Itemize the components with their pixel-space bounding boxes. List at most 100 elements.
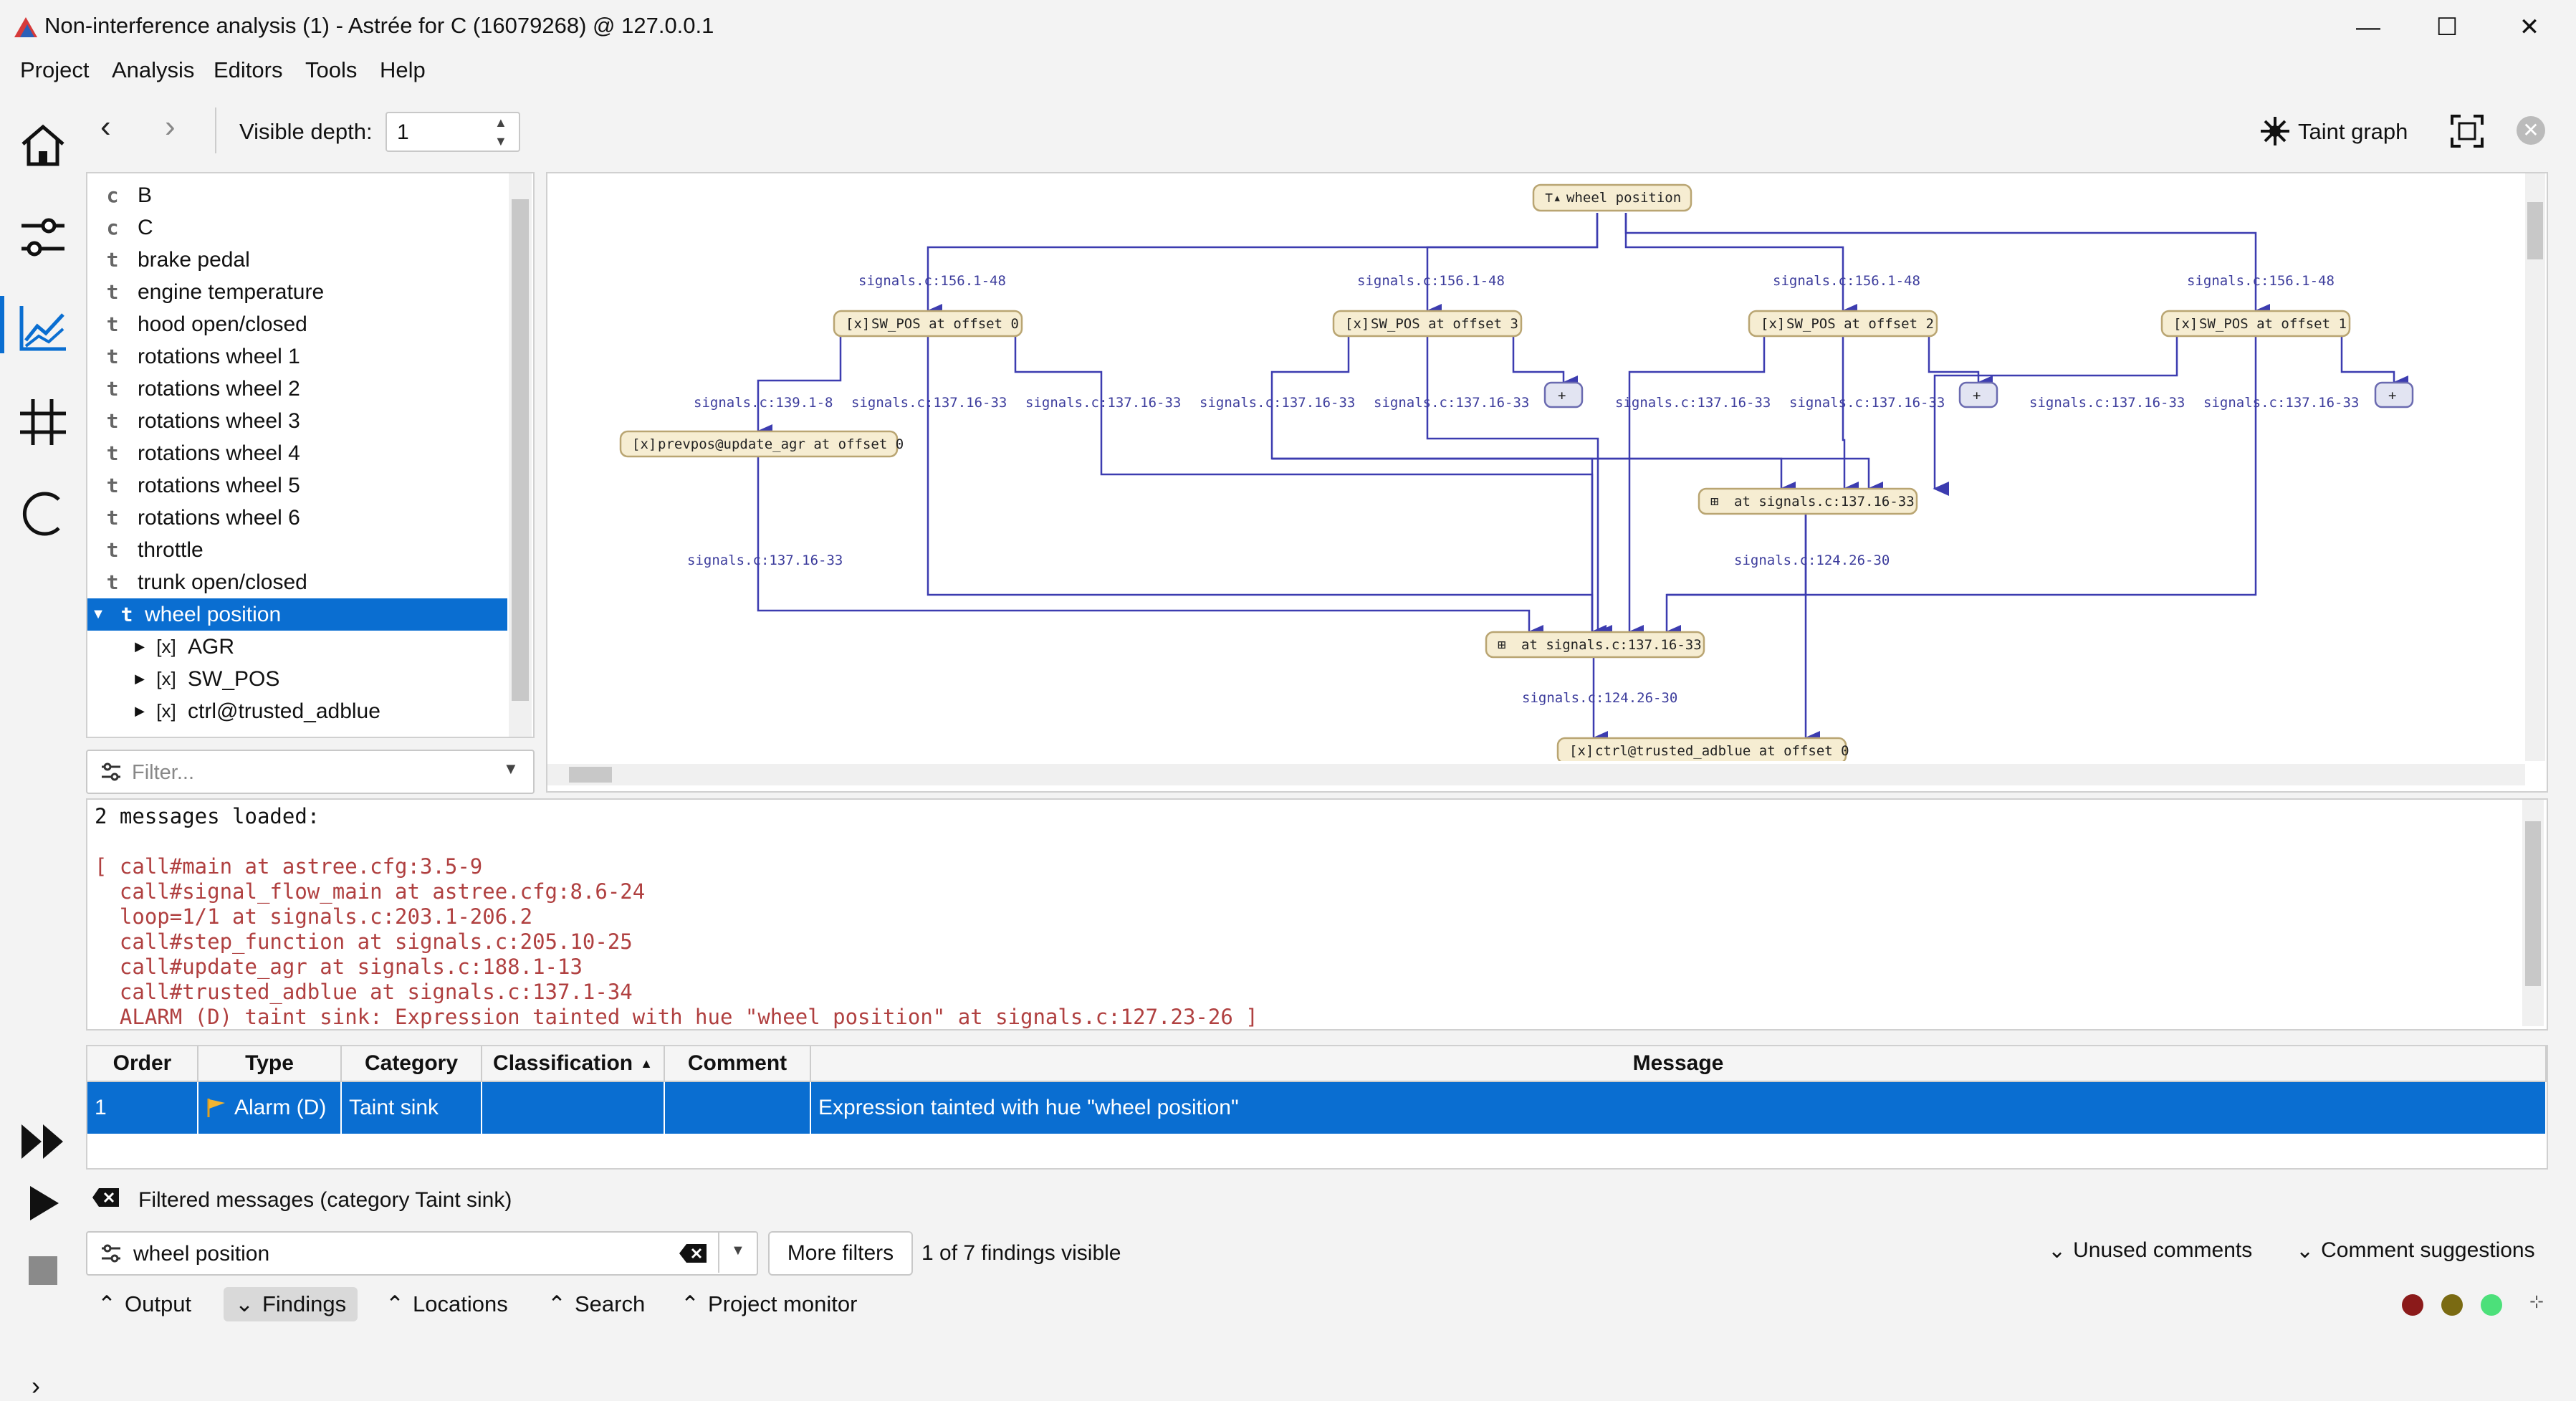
comment-suggestions-toggle[interactable]: ⌄Comment suggestions [2296,1238,2535,1263]
back-arrow-icon[interactable]: ‹ [100,109,111,144]
column-header-type[interactable]: Type [198,1046,342,1081]
graph-node-ctrl[interactable]: [x]ctrl@trusted_adblue at offset 0 [1556,737,1849,761]
forward-arrow-icon[interactable]: › [165,109,176,144]
graph-vertical-scrollbar[interactable] [2525,173,2545,761]
tree-filter-field[interactable]: Filter... ▼ [86,750,535,794]
graph-node-expand-3[interactable]: + [2374,381,2414,408]
cell-classification[interactable] [482,1082,665,1134]
column-header-order[interactable]: Order [87,1046,198,1081]
svg-text:ctrl@trusted_adblue at offset: ctrl@trusted_adblue at offset 0 [1595,743,1849,759]
fast-forward-icon[interactable] [16,1114,70,1169]
graph-node-expand-2[interactable]: + [1958,381,1998,408]
menu-project[interactable]: Project [20,57,90,82]
column-header-classification[interactable]: Classification▲ [482,1046,665,1081]
tab-project-monitor[interactable]: ⌃Project monitor [681,1291,858,1316]
chart-icon[interactable] [16,300,70,355]
menu-tools[interactable]: Tools [305,57,358,82]
clear-filter-icon[interactable] [92,1187,120,1208]
cell-comment[interactable] [665,1082,811,1134]
console-lines: [ call#main at astree.cfg:3.5-9 call#sig… [95,854,1258,1029]
clear-search-icon[interactable] [678,1243,708,1264]
svg-text:[x]: [x] [632,436,656,452]
table-row[interactable]: 1 Alarm (D) Taint sink Expression tainte… [87,1082,2547,1134]
graph-hscroll-thumb[interactable] [569,767,612,783]
console-scroll-thumb[interactable] [2525,821,2541,986]
column-header-category[interactable]: Category [342,1046,482,1081]
graph-node-sw-pos-3[interactable]: [x]SW_POS at offset 3 [1332,310,1523,338]
collapse-chevron-icon[interactable]: ▼ [91,606,105,622]
home-icon[interactable] [16,118,70,173]
maximize-button[interactable]: ☐ [2436,14,2458,41]
edge-label: signals.c:156.1-48 [2187,273,2335,289]
hash-icon[interactable] [16,395,70,449]
expand-chevron-icon[interactable]: › [32,1371,40,1400]
column-header-comment[interactable]: Comment [665,1046,811,1081]
tree-child-item[interactable]: ▶[x]ctrl@trusted_adblue [87,695,507,727]
settings-sliders-icon[interactable] [16,210,70,264]
search-dropdown-icon[interactable]: ▼ [731,1243,745,1258]
expand-chevron-icon[interactable]: ▶ [135,704,145,718]
graph-node-expand-1[interactable]: + [1543,381,1584,408]
depth-value: 1 [397,120,409,144]
c-language-icon[interactable] [16,487,70,541]
tree-scroll-thumb[interactable] [512,199,529,701]
graph-node-root[interactable]: ⊤▴wheel position [1532,183,1692,212]
tree-scrollbar[interactable] [509,173,532,737]
graph-node-low-signal[interactable]: ⊞at signals.c:137.16-33 [1485,631,1705,659]
taint-graph-icon [2261,117,2289,145]
tab-findings[interactable]: ⌄Findings [224,1287,358,1321]
menu-help[interactable]: Help [380,57,426,82]
graph-node-sw-pos-1[interactable]: [x]SW_POS at offset 1 [2160,310,2351,338]
console-scrollbar[interactable] [2522,800,2544,1026]
fit-view-icon[interactable] [2449,113,2485,149]
more-filters-button[interactable]: More filters [768,1231,913,1276]
tree-child-item[interactable]: ▶[x]AGR [87,631,507,663]
findings-search-field[interactable]: wheel position ▼ [86,1231,758,1276]
taint-graph-canvas[interactable]: signals.c:156.1-48 signals.c:156.1-48 si… [547,173,2511,761]
minimize-button[interactable]: — [2356,13,2380,41]
tab-locations[interactable]: ⌃Locations [386,1291,508,1316]
menu-editors[interactable]: Editors [214,57,283,82]
visible-depth-spinbox[interactable]: 1 ▲▼ [386,112,520,152]
svg-text:SW_POS at offset 2: SW_POS at offset 2 [1786,316,1934,332]
graph-horizontal-scrollbar[interactable] [547,764,2525,785]
graph-node-mid-signal[interactable]: ⊞at signals.c:137.16-33 [1698,487,1918,515]
graph-node-prevpos[interactable]: [x]prevpos@update_agr at offset 0 [619,430,904,458]
stop-icon[interactable] [29,1256,57,1285]
spin-arrows-icon[interactable]: ▲▼ [494,115,507,148]
close-panel-icon[interactable]: ✕ [2517,116,2545,145]
graph-vscroll-thumb[interactable] [2527,202,2543,259]
expand-chevron-icon[interactable]: ▶ [135,671,145,686]
tab-search[interactable]: ⌃Search [547,1291,646,1316]
unused-comments-toggle[interactable]: ⌄Unused comments [2048,1238,2253,1263]
menu-analysis[interactable]: Analysis [112,57,195,82]
sort-ascending-icon: ▲ [640,1056,653,1071]
svg-text:[x]: [x] [2173,316,2198,332]
graph-node-sw-pos-2[interactable]: [x]SW_POS at offset 2 [1748,310,1938,338]
expand-chevron-icon[interactable]: ▶ [135,639,145,654]
close-window-button[interactable]: ✕ [2519,14,2540,41]
tree-child-item[interactable]: ▶[x]SW_POS [87,663,507,695]
filter-dropdown-icon[interactable]: ▼ [503,760,519,778]
graph-node-sw-pos-0[interactable]: [x]SW_POS at offset 0 [833,310,1023,338]
svg-text:[x]: [x] [1569,743,1594,759]
column-header-message[interactable]: Message [811,1046,2547,1081]
status-settings-icon[interactable]: ⊹ [2529,1292,2544,1311]
tab-output[interactable]: ⌃Output [97,1291,192,1316]
play-icon[interactable] [16,1176,70,1230]
